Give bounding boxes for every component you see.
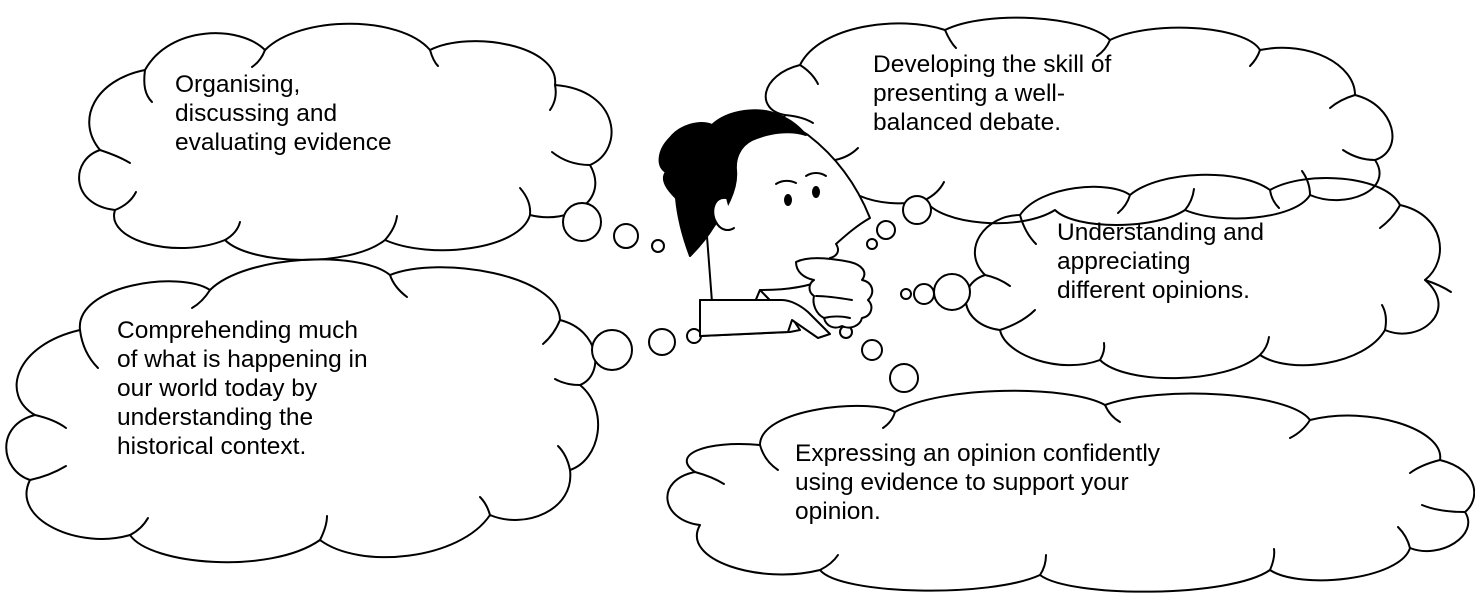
man-eye	[812, 186, 820, 198]
thought-cloud-3	[964, 173, 1452, 380]
cloud-2-text: Developing the skill of presenting a wel…	[873, 51, 1112, 136]
cloud-3-text: Understanding and appreciating different…	[1057, 219, 1265, 304]
man-eye	[784, 194, 792, 206]
cloud-4-text: Comprehending much of what is happening …	[117, 317, 368, 460]
man-hand	[795, 257, 874, 329]
thought-cloud-5	[666, 389, 1475, 593]
cloud-5-text: Expressing an opinion confidently using …	[795, 440, 1161, 525]
man-eyebrow	[775, 179, 797, 185]
man-ear	[712, 196, 735, 231]
thought-bubbles-left-top	[562, 202, 665, 253]
thought-bubbles-right-middle	[900, 273, 971, 311]
man-hair	[658, 109, 807, 257]
man-eyebrow	[805, 172, 827, 177]
thought-cloud-1	[78, 22, 613, 261]
thought-bubbles-left-bottom	[591, 328, 702, 371]
thought-bubbles-bottom	[839, 325, 919, 393]
cloud-1-text: Organising, discussing and evaluating ev…	[175, 71, 392, 156]
man-arm	[699, 299, 831, 339]
thought-cloud-4	[5, 258, 600, 564]
thinking-man-figure	[658, 109, 874, 339]
thought-bubbles-right-top	[866, 195, 932, 250]
